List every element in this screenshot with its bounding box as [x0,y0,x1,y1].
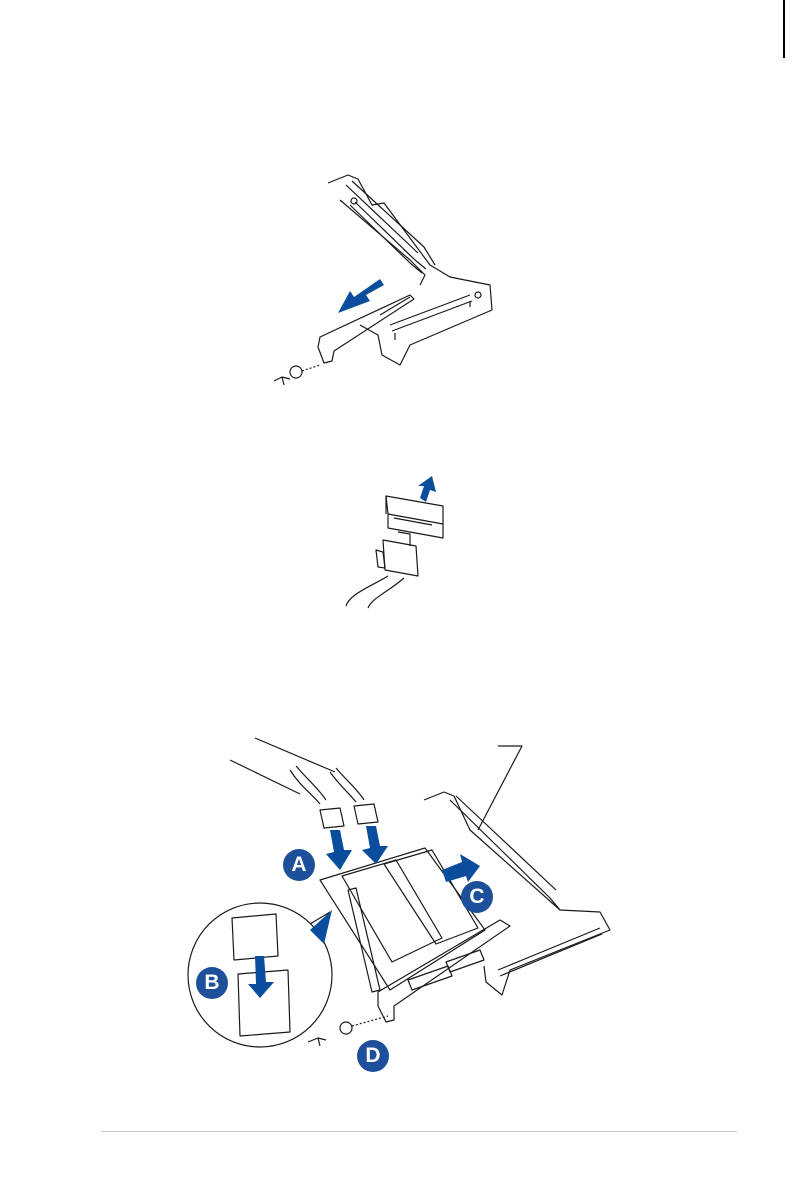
footer-rule [101,1131,737,1132]
pcie-card-install-illustration [180,730,630,1075]
page-edge-marker [783,0,785,58]
callout-a: A [283,849,315,881]
callout-b: B [196,967,228,999]
riser-remove-slot-cover-illustration [260,165,500,395]
cable-disconnect-illustration [328,468,458,613]
callout-c: C [461,881,493,913]
callout-d: D [357,1040,389,1072]
